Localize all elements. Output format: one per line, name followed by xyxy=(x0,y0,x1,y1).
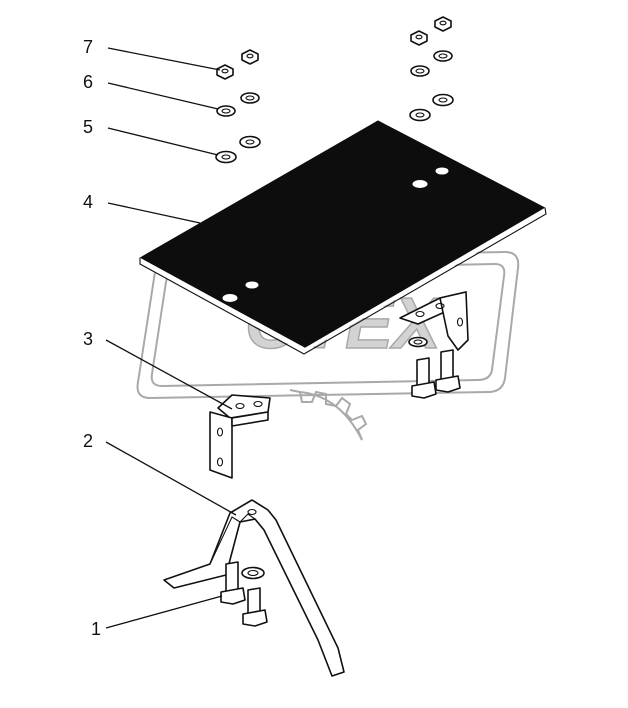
nut xyxy=(216,64,234,80)
leader-2 xyxy=(105,441,237,516)
flat-washer xyxy=(215,150,237,164)
nut xyxy=(241,49,259,65)
spring-washer xyxy=(240,92,260,104)
support-stand xyxy=(163,499,345,677)
plate-slot xyxy=(435,167,449,175)
leader-3 xyxy=(105,339,233,410)
callout-6: 6 xyxy=(83,72,93,92)
callout-4: 4 xyxy=(83,192,93,212)
flat-washer xyxy=(432,93,454,107)
callout-2: 2 xyxy=(83,431,93,451)
bolt-shank xyxy=(225,561,239,593)
plate-slot xyxy=(222,294,238,302)
leader-6 xyxy=(107,82,219,110)
right-fasteners xyxy=(409,16,454,122)
spring-washer xyxy=(433,50,453,62)
left-fasteners xyxy=(215,49,261,164)
nut xyxy=(434,16,452,32)
right-bolts xyxy=(408,336,461,399)
leader-4 xyxy=(107,202,201,224)
leader-lines xyxy=(105,47,237,629)
washer xyxy=(408,336,428,348)
leader-5 xyxy=(107,127,219,156)
spring-washer xyxy=(216,105,236,117)
watermark-gear xyxy=(289,389,368,441)
bolt-head xyxy=(435,375,461,393)
right-bracket xyxy=(399,291,469,351)
plate-slot xyxy=(245,281,259,289)
callout-5: 5 xyxy=(83,117,93,137)
leader-1 xyxy=(105,595,223,629)
bolt-shank xyxy=(416,357,430,387)
bottom-bolts xyxy=(220,561,268,627)
bolt-head xyxy=(411,381,437,399)
bolt-head xyxy=(242,609,268,627)
leader-7 xyxy=(107,47,221,71)
nut xyxy=(410,30,428,46)
bolt-shank xyxy=(440,349,454,381)
washer xyxy=(241,566,265,580)
bolt-head xyxy=(220,587,246,605)
flat-washer xyxy=(239,135,261,149)
bolt-shank xyxy=(247,587,261,615)
mounting-plate xyxy=(138,120,547,355)
callout-3: 3 xyxy=(83,329,93,349)
callout-labels: 7 6 5 4 3 2 1 xyxy=(83,37,101,639)
callout-7: 7 xyxy=(83,37,93,57)
flat-washer xyxy=(409,108,431,122)
left-bracket xyxy=(209,394,271,479)
callout-1: 1 xyxy=(91,619,101,639)
spring-washer xyxy=(410,65,430,77)
plate-slot xyxy=(412,180,428,188)
